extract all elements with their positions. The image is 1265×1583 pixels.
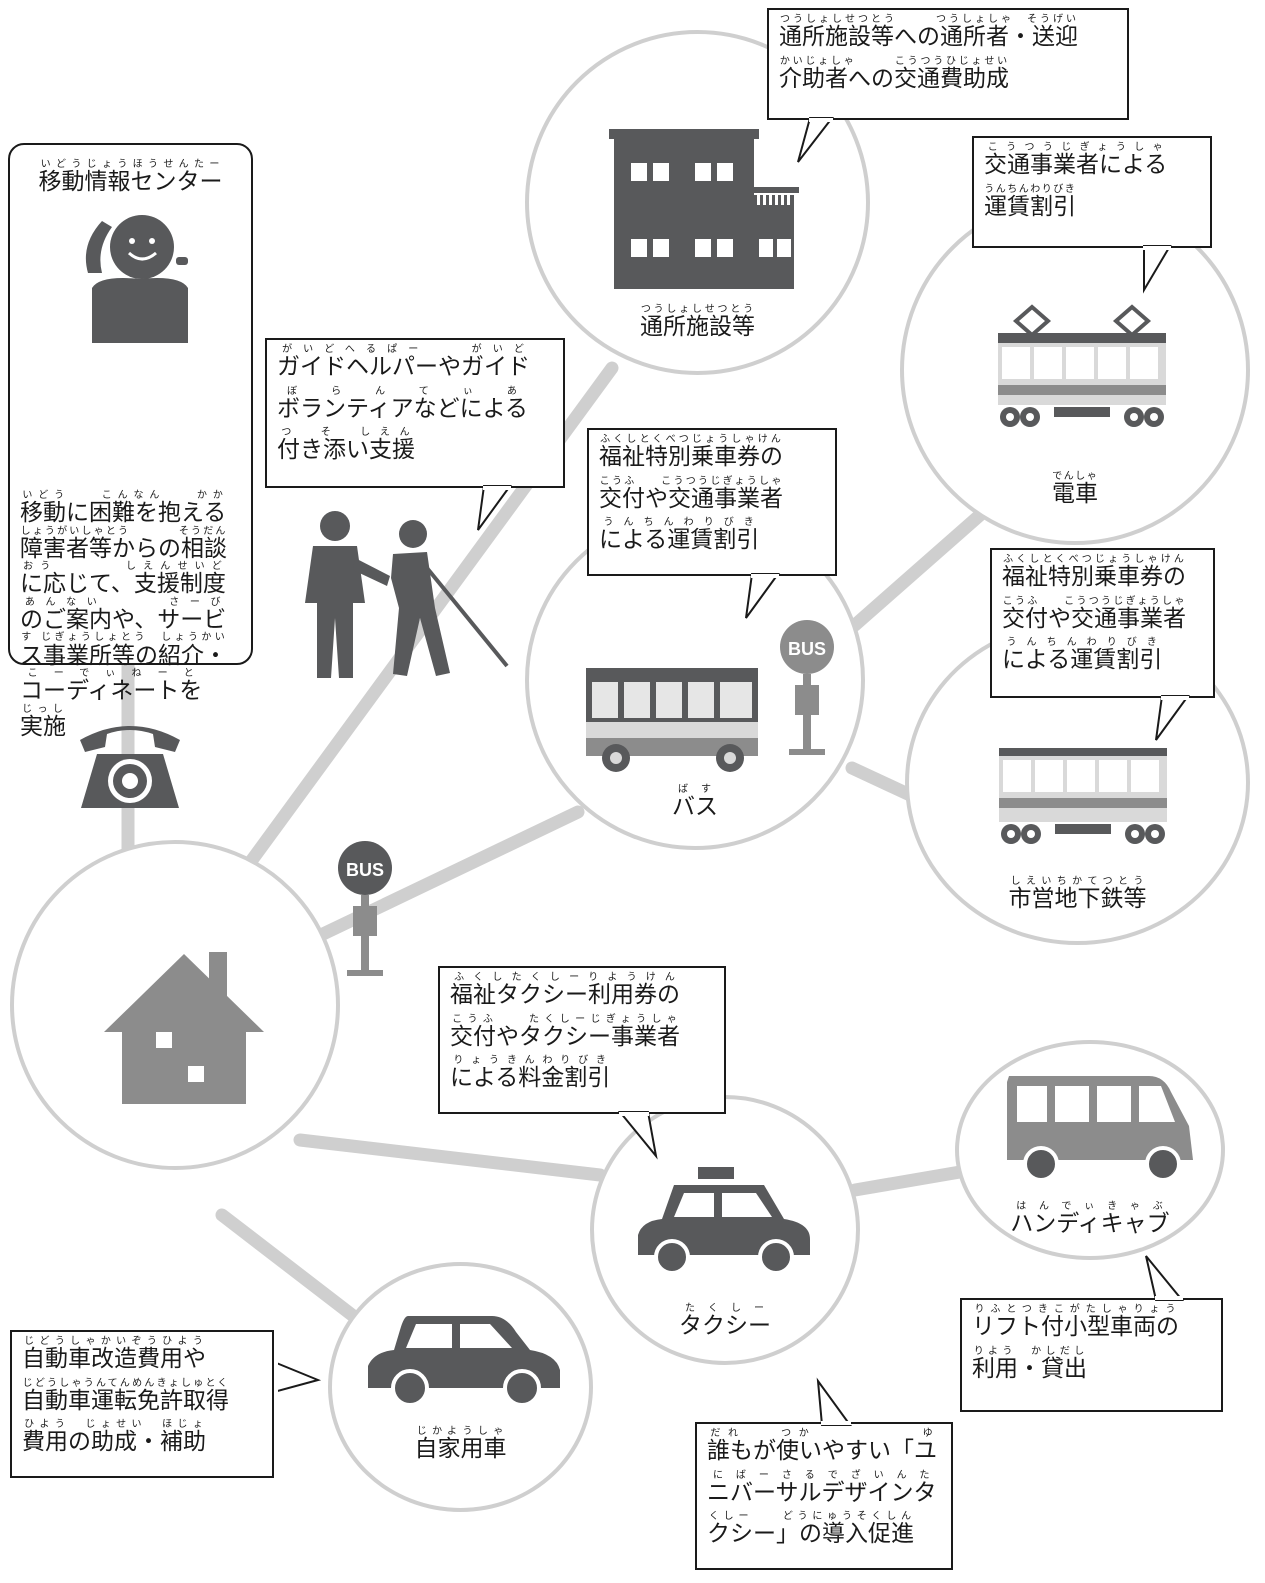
callout-car: 自動車改造費用やじどうしゃかいぞうひよう 自動車運転免許取得じどうしゃうんてんめ… — [10, 1330, 274, 1478]
callout-train: 交通事業者によるこうつうじぎょうしゃ 運賃割引うんちんわりびき — [972, 136, 1212, 248]
info-center-description: 移動に困難を抱えるいどう こんなん かか 障害者等からの相談しょうがいしゃとう … — [20, 490, 227, 740]
taxi-icon — [638, 1167, 810, 1275]
callout-guide-tail — [477, 485, 512, 531]
operator-person-icon — [85, 215, 188, 343]
car-node: 自家用車じかようしゃ — [328, 1262, 593, 1512]
telephone-icon — [80, 726, 180, 808]
callout-handicab: リフト付小型車両のりふとつきこがたしゃりょう 利用・貸出りよう かしだし — [960, 1298, 1223, 1412]
callout-facility-tail — [797, 117, 835, 163]
subway-icon — [999, 748, 1167, 844]
taxi-label: タクシーたくしー — [679, 1303, 771, 1339]
handicab-label: ハンディキャブはんでぃきゃぶ — [1010, 1201, 1170, 1237]
line-home-taxi — [293, 1133, 607, 1182]
callout-train-tail — [1143, 245, 1172, 294]
train-icon — [998, 304, 1166, 427]
callout-bus: 福祉特別乗車券のふくしとくべつじょうしゃけん 交付や交通事業者こうふ こうつうじ… — [587, 428, 837, 576]
callout-facility: 通所施設等への通所者・送迎つうしょしせつとう つうしょしゃ そうげい 介助者への… — [767, 8, 1129, 120]
line-home-bus — [293, 805, 585, 952]
train-label: 電車でんしゃ — [1052, 471, 1098, 507]
subway-label: 市営地下鉄等しえいちかてつとう — [1008, 876, 1147, 912]
train-node: 電車でんしゃ — [900, 195, 1250, 545]
building-icon — [609, 129, 799, 289]
callout-universal-tail — [816, 1377, 852, 1426]
car-icon — [368, 1316, 560, 1407]
home-bus-stop-sign: BUS — [346, 860, 384, 880]
bus-stop-icon: BUS — [338, 841, 392, 976]
callout-handicab-tail — [1145, 1255, 1185, 1301]
mobility-info-center: 移動情報センターいどうじょうほうせんたー 移動に困難を抱えるいどう こんなん か… — [8, 143, 253, 740]
van-icon — [1007, 1076, 1193, 1182]
line-home-car — [215, 1208, 359, 1322]
home-node — [10, 840, 340, 1170]
house-icon — [104, 952, 264, 1104]
callout-car-tail — [273, 1360, 322, 1394]
callout-bus-tail — [745, 573, 780, 619]
guide-helper-icon — [305, 511, 509, 678]
callout-universal-taxi: 誰もが使いやすい「ユだれ つか ゆ ニバーサルデザインタにばーさるでざいんた ク… — [695, 1422, 953, 1570]
bus-stop-sign: BUS — [788, 639, 826, 659]
callout-taxi: 福祉タクシー利用券のふくしたくしーりようけん 交付やタクシー事業者こうふ たくし… — [438, 966, 726, 1114]
facility-label: 通所施設等つうしょしせつとう — [640, 304, 755, 340]
callout-subway: 福祉特別乗車券のふくしとくべつじょうしゃけん 交付や交通事業者こうふ こうつうじ… — [990, 548, 1215, 698]
callout-subway-tail — [1155, 695, 1190, 741]
info-center-title: 移動情報センターいどうじょうほうせんたー — [38, 159, 223, 195]
car-label: 自家用車じかようしゃ — [414, 1426, 507, 1462]
line-taxi-handicab — [848, 1165, 967, 1197]
line-bus-train — [848, 508, 987, 632]
bus-label: バスばす — [672, 784, 718, 820]
bus-stop-icon: BUS — [780, 620, 834, 755]
line-bus-subway — [845, 761, 917, 802]
callout-guide: ガイドヘルパーやガイドがいどへるぱー がいど ボランティアなどによるぼらんてぃあ… — [265, 338, 565, 488]
bus-icon — [586, 668, 758, 772]
handicab-node: ハンディキャブはんでぃきゃぶ — [955, 1040, 1225, 1260]
callout-taxi-tail — [617, 1111, 658, 1160]
